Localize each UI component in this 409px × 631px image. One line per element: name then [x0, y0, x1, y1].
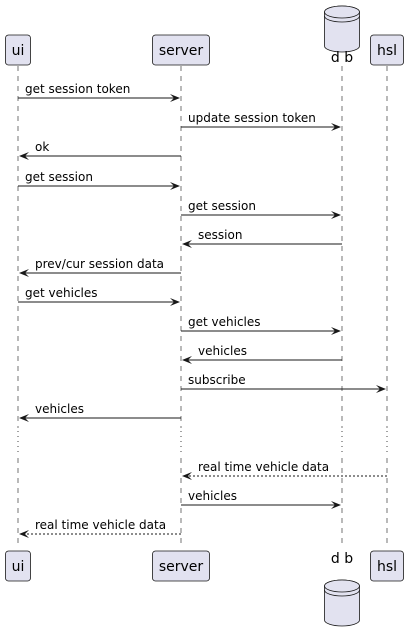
- participant-label: d b: [331, 551, 353, 567]
- arrowhead-icon: [182, 472, 192, 480]
- message-update-session-token: update session token: [181, 111, 341, 131]
- message-label: update session token: [188, 111, 316, 125]
- arrowhead-icon: [182, 240, 192, 248]
- message-vehicles: vehicles: [182, 344, 342, 364]
- message-label: vehicles: [35, 402, 84, 416]
- message-vehicles: vehicles: [19, 402, 181, 422]
- arrowhead-icon: [170, 182, 180, 190]
- participant-box: [370, 34, 404, 66]
- participant-label: server: [159, 559, 204, 575]
- arrowhead-icon: [331, 211, 341, 219]
- arrowhead-icon: [376, 385, 386, 393]
- participant-label: ui: [12, 43, 25, 59]
- gap-markers: [17, 431, 388, 455]
- participants-bottom: ui server d b hsl: [5, 550, 404, 627]
- message-real-time-vehicle-data: real time vehicle data: [182, 460, 387, 480]
- message-label: get session: [188, 199, 256, 213]
- message-session: session: [182, 228, 342, 248]
- participant-label: hsl: [377, 559, 397, 575]
- message-subscribe: subscribe: [181, 373, 386, 393]
- arrowhead-icon: [170, 298, 180, 306]
- participant-db-top: d b: [324, 5, 360, 66]
- message-vehicles: vehicles: [181, 489, 341, 509]
- arrowhead-icon: [331, 327, 341, 335]
- arrowhead-icon: [19, 530, 29, 538]
- message-label: get session token: [25, 82, 130, 96]
- participant-server-bottom: server: [152, 550, 210, 582]
- message-label: get session: [25, 170, 93, 184]
- message-ok: ok: [19, 140, 181, 160]
- participant-box: [152, 34, 210, 66]
- message-label: get vehicles: [188, 315, 261, 329]
- database-rim: [324, 15, 360, 23]
- message-label: vehicles: [198, 344, 247, 358]
- participant-label: ui: [12, 559, 25, 575]
- message-prev-cur-session-data: prev/cur session data: [19, 257, 181, 277]
- message-label: session: [198, 228, 242, 242]
- participants-top: ui server d b hsl: [5, 5, 404, 66]
- arrowhead-icon: [182, 356, 192, 364]
- arrowhead-icon: [19, 414, 29, 422]
- messages: get session token update session token ok g…: [18, 82, 387, 538]
- arrowhead-icon: [331, 123, 341, 131]
- message-label: prev/cur session data: [35, 257, 164, 271]
- message-real-time-vehicle-data: real time vehicle data: [19, 518, 181, 538]
- arrowhead-icon: [331, 501, 341, 509]
- participant-box: [5, 34, 31, 66]
- arrowhead-icon: [170, 94, 180, 102]
- participant-db-bottom: d b: [324, 551, 360, 627]
- message-label: vehicles: [188, 489, 237, 503]
- message-label: real time vehicle data: [35, 518, 166, 532]
- lifelines: [17, 66, 388, 548]
- participant-ui-top: ui: [5, 34, 31, 66]
- database-lid: [324, 579, 360, 593]
- message-get-vehicles: get vehicles: [18, 286, 180, 306]
- message-label: ok: [35, 140, 49, 154]
- participant-box: [370, 550, 404, 582]
- message-get-vehicles: get vehicles: [181, 315, 341, 335]
- message-get-session: get session: [181, 199, 341, 219]
- arrowhead-icon: [19, 269, 29, 277]
- participant-label: d b: [331, 50, 353, 66]
- message-label: real time vehicle data: [198, 460, 329, 474]
- database-rim: [324, 589, 360, 597]
- message-get-session: get session: [18, 170, 180, 190]
- message-label: subscribe: [188, 373, 246, 387]
- participant-label: hsl: [377, 43, 397, 59]
- database-lid: [324, 5, 360, 19]
- participant-ui-bottom: ui: [5, 550, 31, 582]
- participant-label: server: [159, 43, 204, 59]
- arrowhead-icon: [19, 152, 29, 160]
- participant-box: [152, 550, 210, 582]
- message-label: get vehicles: [25, 286, 98, 300]
- participant-box: [5, 550, 31, 582]
- participant-hsl-top: hsl: [370, 34, 404, 66]
- message-get-session-token: get session token: [18, 82, 180, 102]
- participant-server-top: server: [152, 34, 210, 66]
- participant-hsl-bottom: hsl: [370, 550, 404, 582]
